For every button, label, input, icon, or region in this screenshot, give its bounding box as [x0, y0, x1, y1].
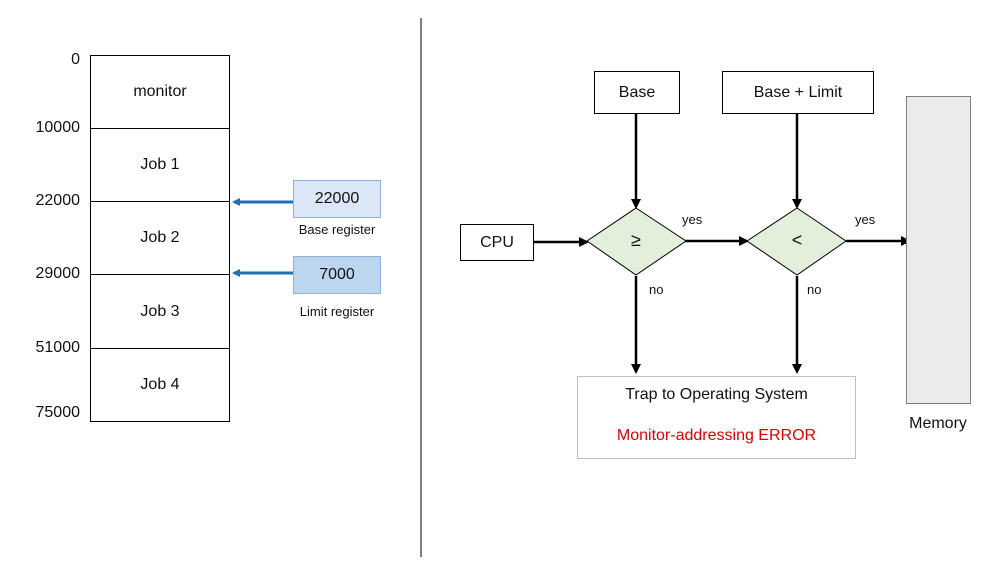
trap-error: Monitor-addressing ERROR	[616, 427, 817, 444]
address-label: 51000	[35, 339, 81, 356]
address-label: 22000	[35, 192, 81, 209]
address-label: 29000	[35, 265, 81, 282]
base-register-box: 22000	[293, 180, 381, 218]
trap-box: Trap to Operating System Monitor-address…	[577, 376, 856, 459]
no-label-2: no	[807, 282, 822, 297]
limit-register-box: 7000	[293, 256, 381, 294]
base-box: Base	[594, 71, 680, 114]
address-label: 10000	[35, 119, 81, 136]
limit-register-label: Limit register	[299, 304, 375, 319]
yes-label-2: yes	[855, 212, 876, 227]
yes-label-1: yes	[682, 212, 703, 227]
trap-title: Trap to Operating System	[625, 386, 808, 403]
memory-label: Memory	[909, 415, 967, 432]
cpu-box: CPU	[460, 224, 534, 261]
address-label: 75000	[35, 404, 81, 421]
segment-job-1: Job 1	[90, 128, 230, 202]
segment-monitor: monitor	[90, 55, 230, 129]
no-label-1: no	[649, 282, 664, 297]
base-register-label: Base register	[298, 222, 376, 237]
memory-box	[906, 96, 971, 404]
segment-job-2: Job 2	[90, 201, 230, 275]
compare-lt-diamond	[746, 207, 847, 276]
compare-ge-symbol: ≥	[631, 230, 641, 250]
compare-lt-symbol: <	[791, 230, 803, 250]
address-label: 0	[71, 51, 80, 68]
compare-ge-diamond	[586, 207, 687, 276]
base-limit-box: Base + Limit	[722, 71, 874, 114]
segment-job-4: Job 4	[90, 348, 230, 422]
